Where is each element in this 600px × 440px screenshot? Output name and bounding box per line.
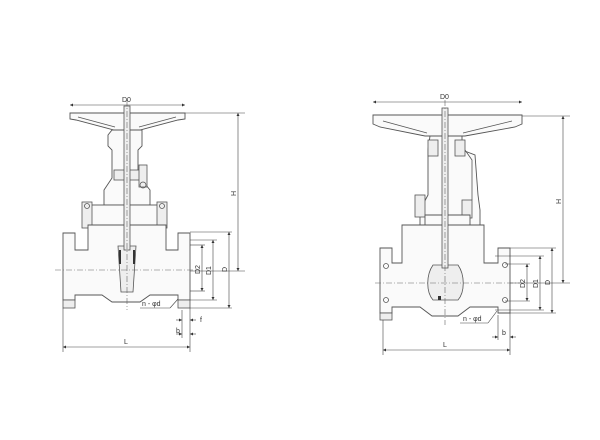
label-d2: D2 [195, 265, 202, 274]
label-d2: D2 [520, 279, 527, 288]
gate-valve-left: D0 H D2 D1 D n - φd f b L [55, 97, 245, 352]
label-b: b [176, 328, 180, 335]
label-d0: D0 [440, 94, 449, 101]
label-bolt-holes: n - φd [463, 316, 482, 323]
label-h: H [231, 191, 238, 196]
gate-valve-right: D0 H D2 D1 D n - φd b L [372, 94, 570, 355]
label-bolt-holes: n - φd [142, 301, 161, 308]
label-b: b [502, 330, 506, 337]
label-d1: D1 [206, 266, 213, 275]
label-d1: D1 [533, 279, 540, 288]
dimensions [373, 100, 570, 355]
label-l: L [124, 339, 128, 346]
label-d0: D0 [122, 97, 131, 104]
label-h: H [556, 199, 563, 204]
label-f: f [200, 317, 202, 324]
label-l: L [443, 342, 447, 349]
label-d: D [545, 280, 552, 285]
dimensions [62, 103, 245, 352]
label-d: D [222, 267, 229, 272]
